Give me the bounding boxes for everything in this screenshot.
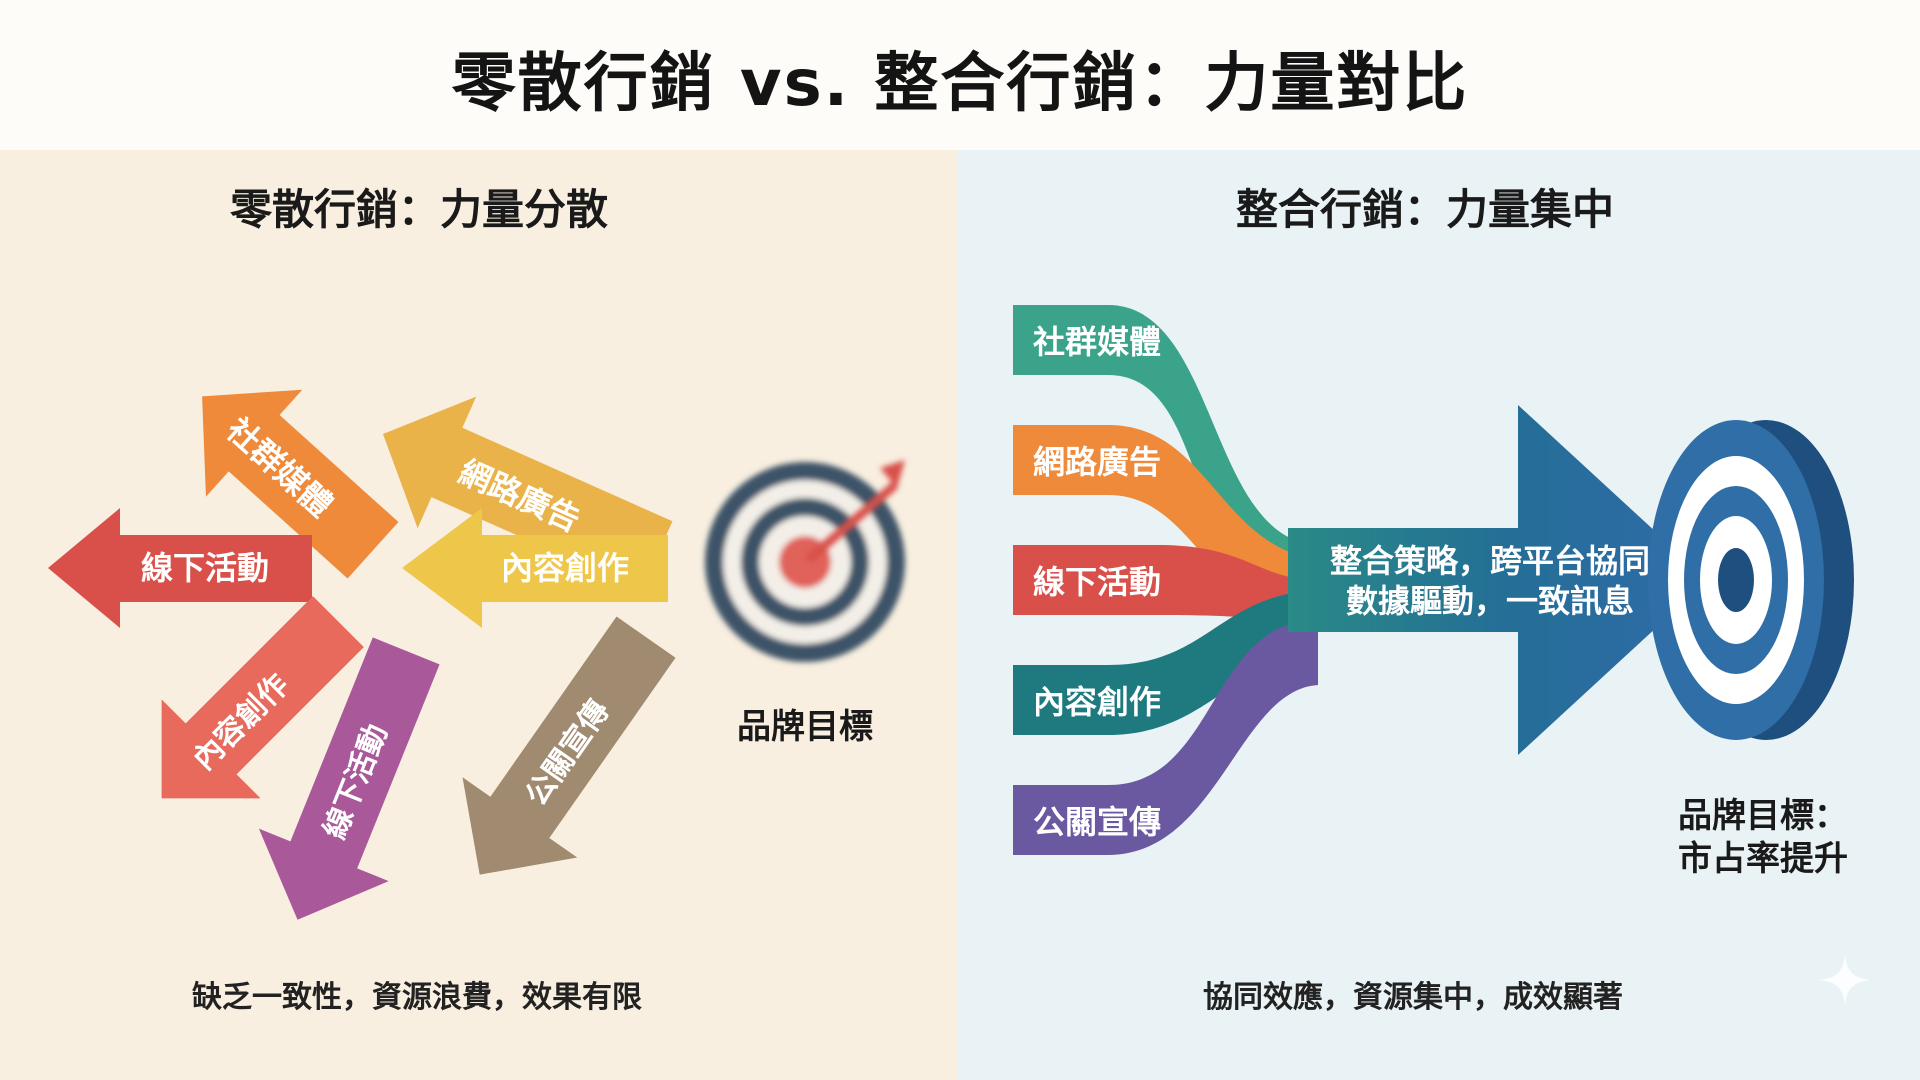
target-label-line-2: 市占率提升: [1678, 839, 1848, 879]
fragmented-heading: 零散行銷：力量分散: [229, 185, 608, 234]
integrated-marketing-panel: 整合行銷：力量集中 社群媒體 網路: [958, 150, 1920, 1080]
channel-label-pr: 公關宣傳: [1033, 803, 1161, 841]
arrow-pr: 公關宣傳: [462, 616, 676, 875]
arrow-label: 線下活動: [141, 549, 269, 587]
page-title: 零散行銷 vs. 整合行銷：力量對比: [451, 47, 1469, 121]
strategy-line-1: 整合策略，跨平台協同: [1330, 542, 1650, 580]
strategy-line-2: 數據驅動，一致訊息: [1346, 582, 1634, 620]
brand-goal-label: 品牌目標: [737, 707, 873, 747]
target-icon: [1648, 420, 1854, 740]
channel-band-events: [1013, 545, 1318, 620]
channel-label-ads: 網路廣告: [1033, 443, 1161, 481]
fragmented-marketing-panel: 零散行銷：力量分散 社群媒體 網路廣告 線下活動 內容創作 內容創作: [0, 150, 958, 1080]
channel-band-content: [1013, 590, 1318, 735]
arrow-label: 內容創作: [501, 549, 629, 587]
channel-label-events: 線下活動: [1033, 563, 1161, 601]
sparkle-icon: [1819, 954, 1871, 1006]
arrow-content-creation: 內容創作: [402, 508, 668, 628]
arrow-offline-events: 線下活動: [48, 508, 312, 628]
target-icon: [705, 462, 905, 662]
channel-label-social: 社群媒體: [1033, 323, 1161, 361]
integrated-heading: 整合行銷：力量集中: [1235, 185, 1614, 234]
dart-icon: [805, 460, 905, 564]
fragmented-diagram: 社群媒體 網路廣告 線下活動 內容創作 內容創作 線下活動: [48, 389, 905, 920]
integration-arrow: [1288, 405, 1708, 755]
integrated-caption: 協同效應，資源集中，成效顯著: [1203, 980, 1623, 1015]
channel-label-content: 內容創作: [1033, 683, 1161, 721]
channel-band-pr: [1013, 620, 1318, 855]
integrated-diagram: 社群媒體 網路廣告 線下活動 內容創作 公關宣傳 整合策略，跨平台協同 數據驅動…: [1013, 305, 1854, 879]
fragmented-caption: 缺乏一致性，資源浪費，效果有限: [192, 980, 642, 1015]
target-label-line-1: 品牌目標：: [1678, 796, 1848, 836]
